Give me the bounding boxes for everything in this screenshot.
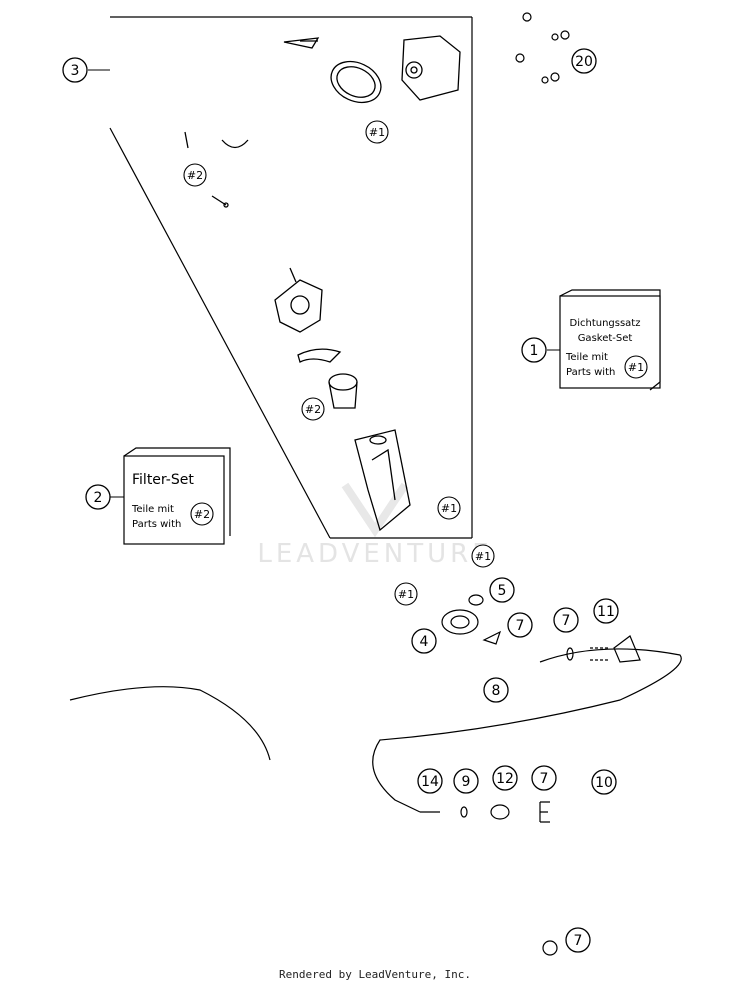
pump-top-assembly (184, 35, 461, 208)
filter-set-box: Filter-Set Teile mit Parts with #2 (123, 447, 231, 545)
callout-1 (521, 337, 547, 363)
leader-lines (88, 69, 560, 498)
gasket-parts-en: Parts with (566, 367, 615, 378)
callout-7b (553, 607, 579, 633)
callout-1-label: 1 (530, 343, 539, 359)
lower-parts (69, 594, 682, 956)
callout-2-label: 2 (94, 490, 103, 506)
ref-1-left: #1 (398, 588, 414, 601)
callout-8-label: 8 (492, 683, 501, 699)
callout-12-label: 12 (496, 771, 514, 787)
filter-parts-en: Parts with (132, 519, 181, 530)
callout-7a-label: 7 (516, 618, 525, 634)
pump-body (274, 267, 411, 532)
gasket-title-en: Gasket-Set (578, 333, 633, 344)
reference-marker-labels: #1 #2 #2 #1 #1 #1 (187, 126, 491, 601)
callout-7c-label: 7 (540, 771, 549, 787)
callout-7d-label: 7 (574, 933, 583, 949)
small-parts-20 (515, 12, 570, 84)
callout-7c (531, 765, 557, 791)
callout-12 (492, 765, 518, 791)
callout-2 (85, 484, 111, 510)
ref-1-top: #1 (369, 126, 385, 139)
filter-title: Filter-Set (132, 472, 194, 488)
callout-7d (565, 927, 591, 953)
callout-9 (453, 768, 479, 794)
gasket-set-box: Dichtungssatz Gasket-Set Teile mit Parts… (559, 289, 661, 391)
callout-3-label: 3 (71, 63, 80, 79)
callouts (62, 48, 619, 953)
callout-20-label: 20 (575, 54, 593, 70)
watermark-text: LEADVENTURE (257, 539, 492, 569)
ref-2-mid: #2 (187, 169, 203, 182)
callout-20 (571, 48, 597, 74)
ref-1-upper: #1 (475, 550, 491, 563)
watermark: LEADVENTURE (257, 482, 492, 569)
assembly-frame (109, 16, 473, 539)
callout-9-label: 9 (462, 774, 471, 790)
callout-5 (489, 577, 515, 603)
footer-credit: Rendered by LeadVenture, Inc. (278, 968, 472, 981)
callout-11 (593, 598, 619, 624)
callout-8 (483, 677, 509, 703)
callout-10-label: 10 (595, 775, 613, 791)
gasket-title-de: Dichtungssatz (570, 318, 641, 329)
callout-10 (591, 769, 617, 795)
callout-14-label: 14 (421, 774, 439, 790)
filter-parts-de: Teile mit (131, 504, 174, 515)
gasket-ref-label: #1 (628, 361, 644, 374)
filter-ref-label: #2 (194, 508, 210, 521)
ref-2-lower: #2 (305, 403, 321, 416)
callout-4-label: 4 (420, 634, 429, 650)
gasket-parts-de: Teile mit (565, 352, 608, 363)
callout-labels: 3 20 1 2 5 4 7 7 11 8 14 9 12 7 10 7 (71, 54, 615, 949)
ref-1-filter: #1 (441, 502, 457, 515)
callout-14 (417, 768, 443, 794)
callout-7b-label: 7 (562, 613, 571, 629)
callout-7a (507, 612, 533, 638)
callout-4 (411, 628, 437, 654)
callout-11-label: 11 (597, 604, 615, 620)
reference-markers (183, 120, 495, 606)
callout-3 (62, 57, 88, 83)
callout-5-label: 5 (498, 583, 507, 599)
